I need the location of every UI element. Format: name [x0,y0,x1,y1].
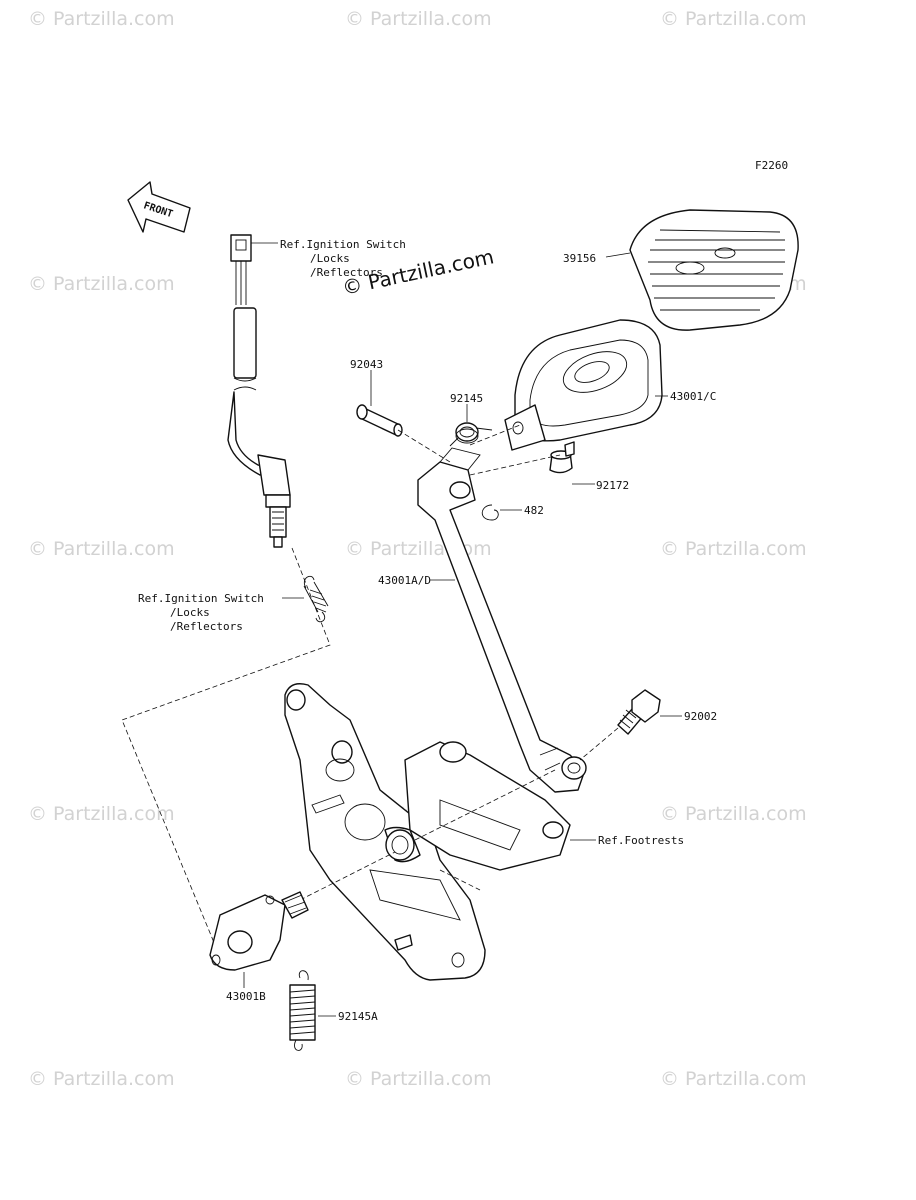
ref-reflectors-mid: /Reflectors [170,620,243,633]
ref-locks-mid: /Locks [170,606,210,619]
spring-92145 [449,422,493,447]
pedal-base-43001c [504,319,663,451]
switch-spring [303,575,329,623]
watermark: © Partzilla.com [28,273,175,295]
leader-line [605,252,631,258]
watermark: © Partzilla.com [660,803,807,825]
ref-ignition-switch-top: Ref.Ignition Switch [280,238,406,251]
watermark: © Partzilla.com [28,538,175,560]
bolt-92002 [617,689,661,735]
watermark: © Partzilla.com [28,803,175,825]
label-92145: 92145 [450,392,483,405]
label-43001c: 43001/C [670,390,716,403]
label-92043: 92043 [350,358,383,371]
pedal-pad-39156 [629,209,799,331]
watermark: © Partzilla.com [345,1068,492,1090]
label-43001ad: 43001A/D [378,574,431,587]
watermark: © Partzilla.com [28,1068,175,1090]
watermark: © Partzilla.com [28,8,175,30]
label-482: 482 [524,504,544,517]
watermark: © Partzilla.com [660,1068,807,1090]
dashed-connection [121,547,331,946]
ref-ignition-switch-mid: Ref.Ignition Switch [138,592,264,605]
ref-locks-top: /Locks [310,252,350,265]
footrest-crossbar [384,741,571,951]
watermark: © Partzilla.com [345,8,492,30]
ref-reflectors-top: /Reflectors [310,266,383,279]
circlip-482 [481,504,499,521]
label-92145a: 92145A [338,1010,378,1023]
watermark-layer: © Partzilla.com © Partzilla.com © Partzi… [28,8,807,1090]
label-92172: 92172 [596,479,629,492]
front-arrow-icon: FRONT [127,181,191,233]
brake-lever-43001ad [417,447,587,793]
bolt-92172 [549,441,575,474]
dashed-connection [397,424,561,476]
spring-92145a [289,970,316,1051]
dashed-connection [299,769,556,901]
dashed-connection [579,727,619,761]
brake-light-switch-connector [227,234,291,548]
ref-footrests: Ref.Footrests [598,834,684,847]
label-92002: 92002 [684,710,717,723]
label-39156: 39156 [563,252,596,265]
watermark: © Partzilla.com [660,8,807,30]
watermark: © Partzilla.com [345,538,492,560]
pin-92043 [356,404,403,437]
watermark: © Partzilla.com [660,538,807,560]
diagram-code: F2260 [755,159,788,172]
bracket-43001b [209,891,309,971]
label-43001b: 43001B [226,990,266,1003]
